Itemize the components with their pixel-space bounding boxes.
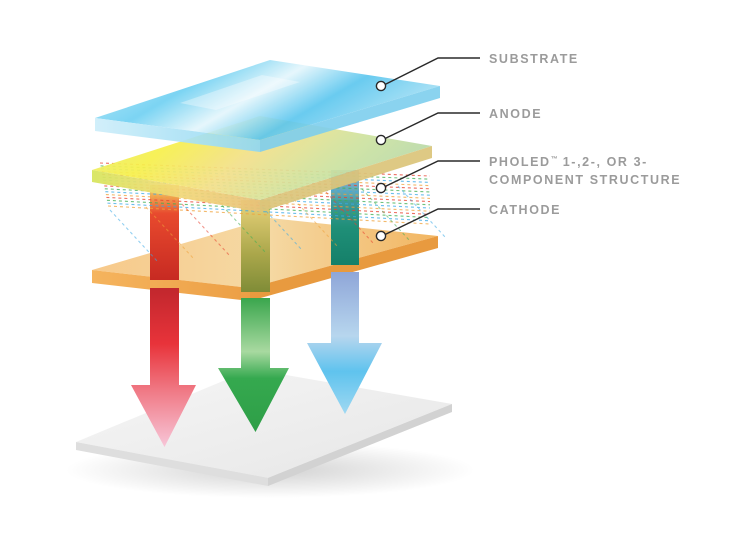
red-arrow-icon <box>131 288 196 447</box>
callout-substrate <box>375 57 480 92</box>
trademark-symbol: ™ <box>551 156 558 163</box>
floor-plate <box>76 369 452 486</box>
label-pholed-line1: PHOLED™ 1-,2-, OR 3- <box>489 155 648 169</box>
red-emission-column <box>150 185 179 280</box>
label-cathode: CATHODE <box>489 203 561 217</box>
anode-layer <box>92 116 432 212</box>
label-pholed-name: PHOLED <box>489 155 551 169</box>
substrate-layer <box>95 60 440 152</box>
label-pholed-line2: COMPONENT STRUCTURE <box>489 173 681 187</box>
label-pholed-count: 1-,2-, OR 3- <box>558 155 648 169</box>
green-arrow-icon <box>218 298 289 432</box>
label-anode: ANODE <box>489 107 542 121</box>
blue-arrow-icon <box>307 272 382 414</box>
label-substrate: SUBSTRATE <box>489 52 579 66</box>
callout-anode <box>375 112 480 146</box>
green-emission-column <box>241 200 270 292</box>
callout-pholed <box>375 160 480 194</box>
callout-cathode <box>375 208 480 242</box>
